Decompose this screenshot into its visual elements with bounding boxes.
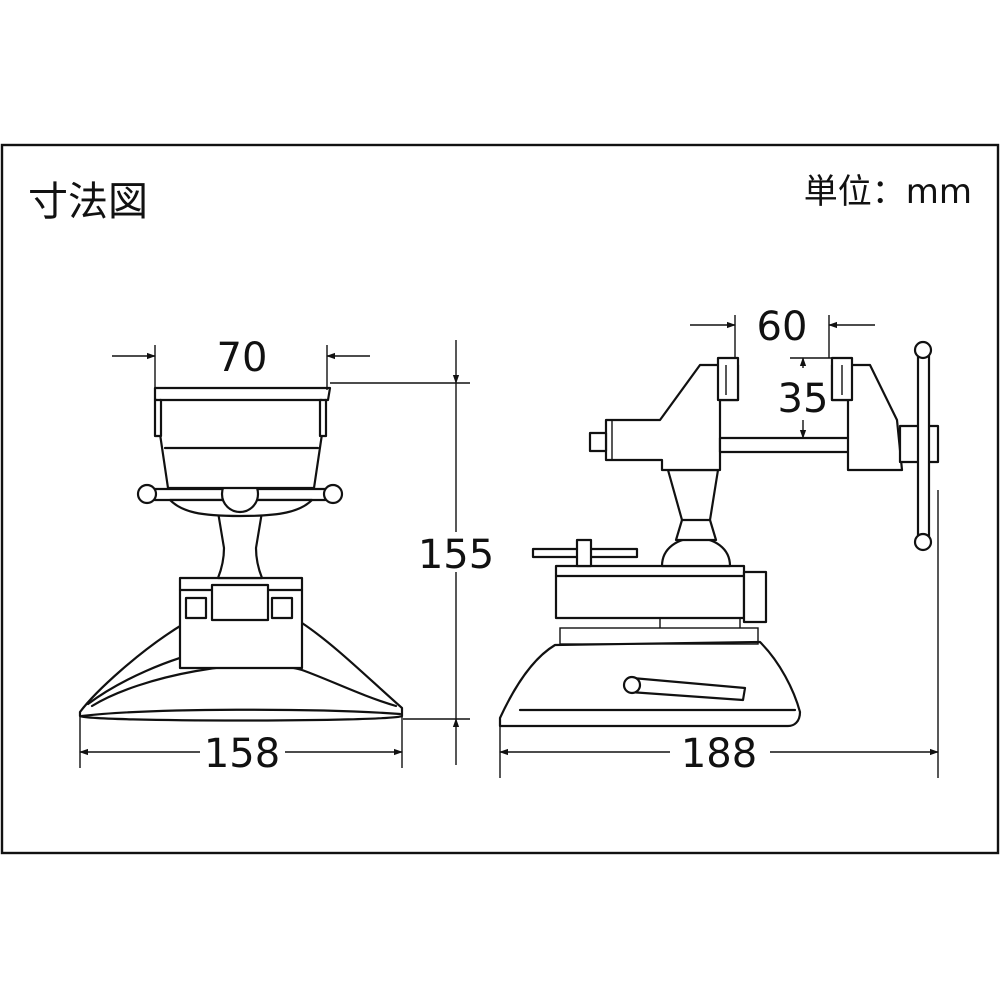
front-neck — [216, 510, 264, 580]
front-base — [78, 621, 404, 722]
front-view: 70 155 158 — [78, 335, 494, 777]
side-handle — [916, 348, 931, 544]
side-mid-block — [554, 564, 746, 620]
dim-overall-height: 155 — [418, 532, 494, 578]
dim-jaw-opening: 60 — [757, 304, 808, 350]
diagram-frame — [0, 143, 1000, 855]
side-dome — [660, 536, 732, 568]
side-view: 60 35 188 — [498, 304, 940, 778]
unit-label: 単位：mm — [804, 172, 972, 212]
dim-base-width: 158 — [204, 731, 280, 777]
dim-jaw-width: 70 — [217, 335, 268, 381]
dim-jaw-depth: 35 — [778, 376, 829, 422]
dim-overall-length: 188 — [681, 731, 757, 777]
front-jaw-head — [153, 386, 332, 490]
diagram-title: 寸法図 — [28, 179, 148, 225]
